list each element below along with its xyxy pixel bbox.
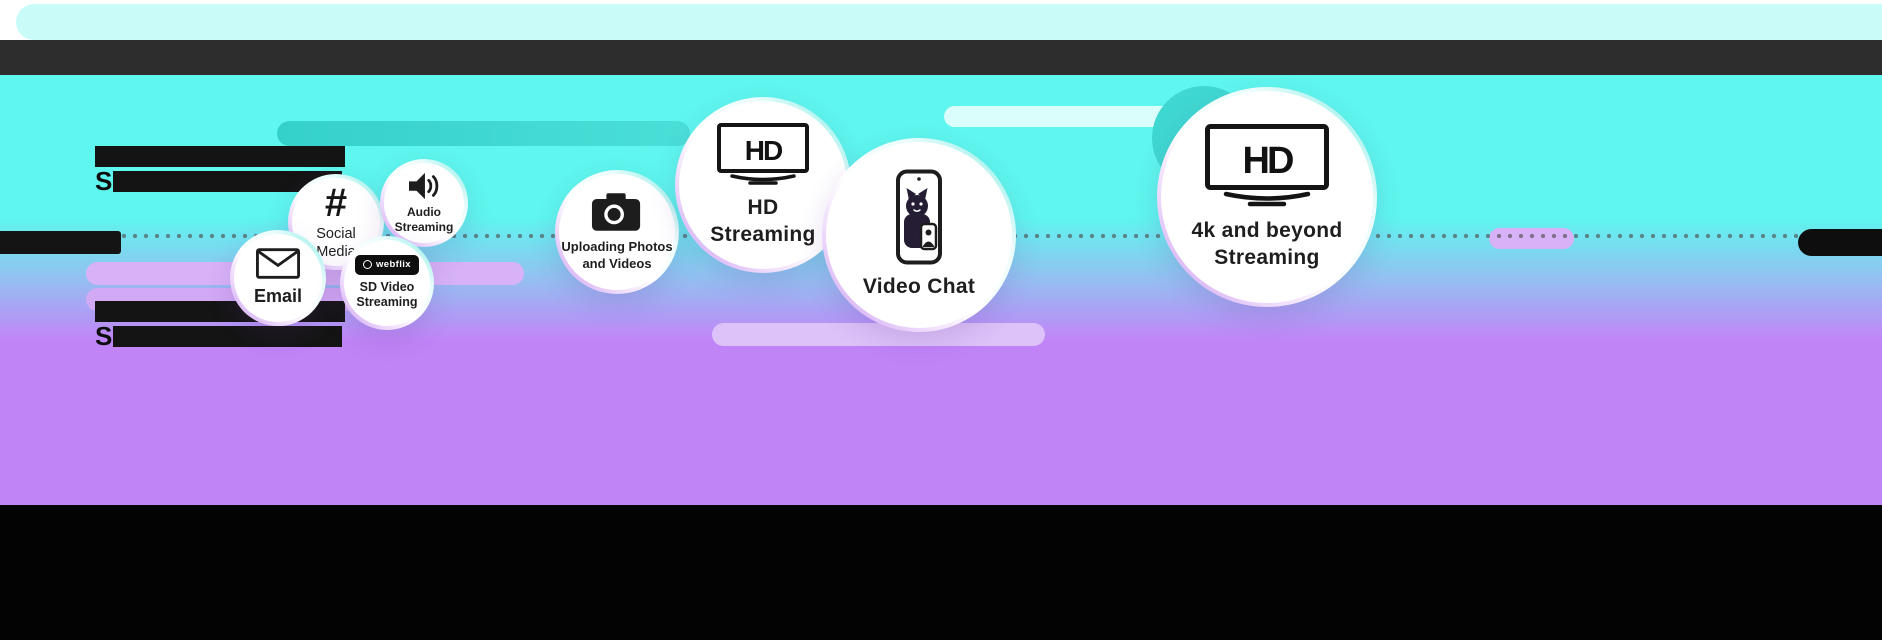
redacted-heading-top: S bbox=[95, 146, 345, 196]
camera-icon bbox=[591, 192, 643, 233]
top-highlight-pill bbox=[16, 4, 1882, 40]
webflix-badge: webflix bbox=[354, 255, 419, 275]
bubble-label-line1: HD bbox=[747, 195, 779, 219]
redacted-left-edge-bar bbox=[0, 231, 121, 254]
speed-pill-white bbox=[944, 106, 1192, 127]
bubble-label-line2: Streaming bbox=[1214, 246, 1320, 269]
speed-pill-lavender-3 bbox=[712, 323, 1045, 346]
redacted-heading-letter: S bbox=[95, 166, 113, 196]
bubble-4k-content: HD 4k and beyond Streaming bbox=[1161, 91, 1373, 303]
bubble-video-chat-content: Video Chat bbox=[826, 142, 1012, 328]
bubble-hd-content: HD HD Streaming bbox=[679, 101, 847, 269]
webflix-logo-icon bbox=[362, 260, 372, 270]
bubble-sd-content: webflix SD Video Streaming bbox=[344, 240, 430, 326]
bottom-redacted-band bbox=[0, 505, 1882, 640]
redacted-right-edge-pill bbox=[1798, 229, 1882, 256]
bubble-label-line1: SD Video bbox=[359, 279, 415, 294]
bubble-label: Email bbox=[253, 286, 303, 307]
webflix-brand-text: webflix bbox=[375, 259, 411, 271]
hashtag-icon: # bbox=[324, 180, 348, 225]
bubble-sd-video-streaming: webflix SD Video Streaming bbox=[340, 236, 434, 330]
bubble-label-line2: Streaming bbox=[356, 295, 418, 310]
bubble-video-chat: Video Chat bbox=[822, 138, 1016, 332]
uhd-tv-icon: HD bbox=[1204, 123, 1330, 209]
bubble-email-content: Email bbox=[234, 234, 322, 322]
redacted-bar bbox=[113, 325, 343, 347]
bubble-audio-streaming: Audio Streaming bbox=[380, 159, 468, 247]
hd-icon-text: HD bbox=[745, 135, 783, 166]
speed-pill-teal bbox=[277, 121, 690, 146]
bubble-4k-streaming: HD 4k and beyond Streaming bbox=[1157, 87, 1377, 307]
bubble-label-line1: 4k and beyond bbox=[1191, 218, 1343, 242]
redacted-bar bbox=[113, 170, 343, 192]
bubble-email: Email bbox=[230, 230, 326, 326]
envelope-icon bbox=[256, 248, 300, 280]
bubble-label-line2: and Videos bbox=[582, 255, 652, 271]
speaker-icon bbox=[407, 171, 441, 201]
bubble-label-line1: Audio bbox=[407, 205, 441, 219]
redacted-bar bbox=[95, 146, 345, 167]
top-redacted-bar bbox=[0, 40, 1882, 75]
bubble-label-line1: Social bbox=[316, 225, 356, 242]
bubble-label-line2: Streaming bbox=[394, 220, 454, 234]
uhd-icon-text: HD bbox=[1243, 140, 1293, 182]
bubble-hd-streaming: HD HD Streaming bbox=[675, 97, 851, 273]
bubble-audio-content: Audio Streaming bbox=[384, 163, 464, 243]
bubble-label-line2: Streaming bbox=[710, 223, 816, 246]
redacted-heading-letter: S bbox=[95, 321, 113, 351]
video-chat-phone-icon bbox=[888, 169, 950, 265]
bubble-label-line2: Media bbox=[316, 244, 356, 260]
bubble-label-line1: Uploading Photos bbox=[561, 239, 673, 255]
hd-tv-icon: HD bbox=[716, 122, 810, 186]
bubble-label: Video Chat bbox=[862, 275, 976, 299]
bubble-uploading-photos: Uploading Photos and Videos bbox=[555, 170, 679, 294]
bubble-upload-content: Uploading Photos and Videos bbox=[559, 174, 675, 290]
